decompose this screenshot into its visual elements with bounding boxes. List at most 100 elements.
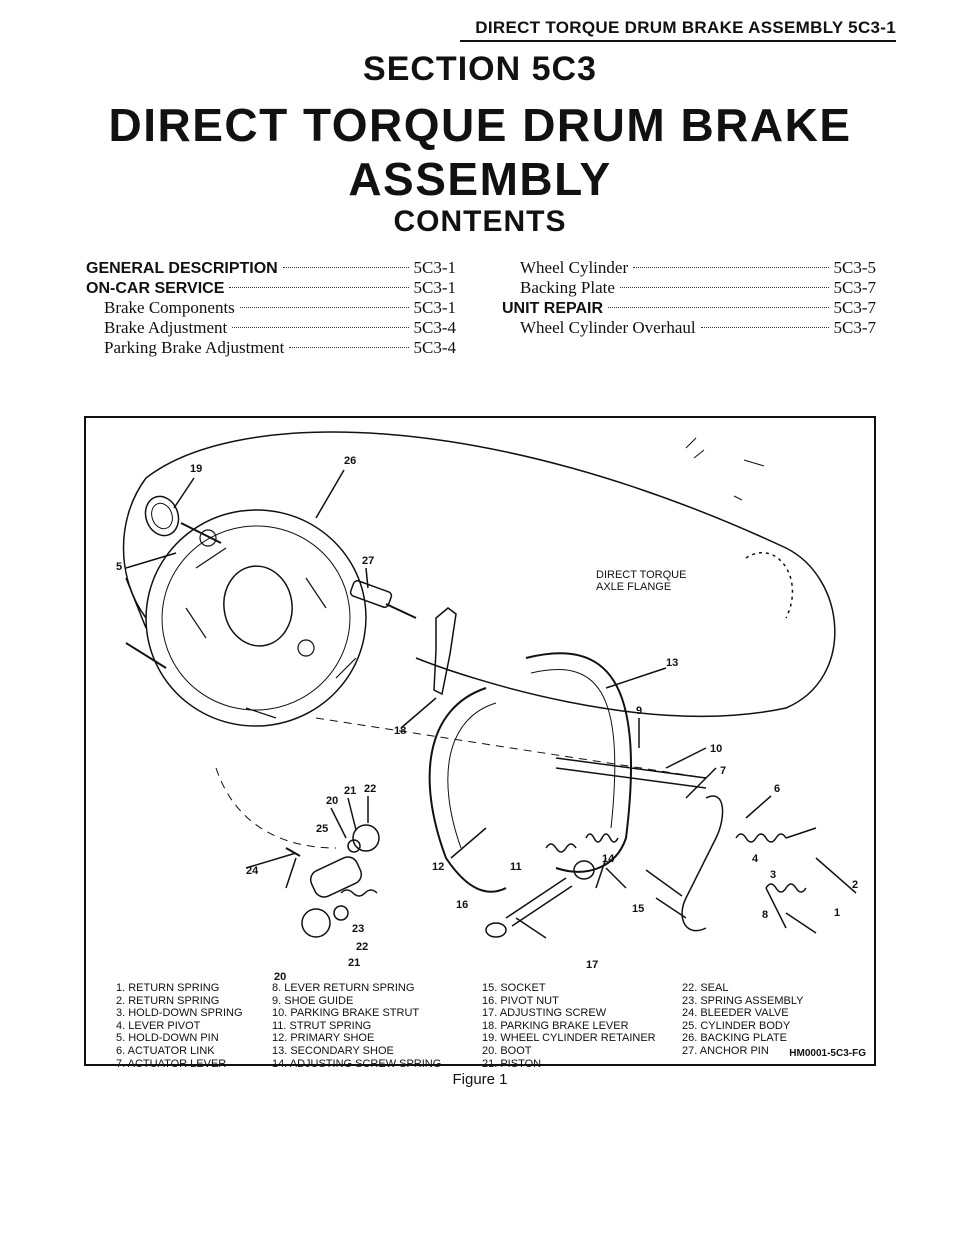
- toc-entry-page: 5C3-7: [833, 298, 877, 317]
- toc-entry: Brake Components 5C3-1: [86, 298, 456, 318]
- callout-number: 9: [636, 705, 642, 717]
- toc-entry-page: 5C3-4: [413, 338, 457, 357]
- callout-number: 4: [752, 853, 759, 865]
- toc-entry-label: ON-CAR SERVICE: [86, 280, 225, 297]
- callout-number: 7: [720, 765, 726, 777]
- section-label: SECTION 5C3: [363, 50, 597, 88]
- boot-lower: [301, 908, 331, 938]
- axle-end-outline: [122, 477, 147, 619]
- axle-drum-outline: [145, 431, 836, 717]
- callout-number: 22: [364, 783, 376, 795]
- legend-item: 15. SOCKET: [482, 982, 546, 994]
- callout-number: 10: [710, 743, 722, 755]
- hold-down-pin-upper: [180, 522, 222, 544]
- callout-number: 24: [246, 865, 259, 877]
- toc-entry: GENERAL DESCRIPTION 5C3-1: [86, 258, 456, 278]
- callout-number: 21: [348, 957, 360, 969]
- toc-entry-label: Backing Plate: [520, 278, 615, 297]
- legend-item: 22. SEAL: [682, 982, 729, 994]
- toc-entry-page: 5C3-1: [413, 278, 457, 297]
- toc-entry: Parking Brake Adjustment 5C3-4: [86, 338, 456, 358]
- toc-leader-dots: [608, 307, 829, 308]
- legend-item: 5. HOLD-DOWN PIN: [116, 1032, 219, 1045]
- toc-leader-dots: [619, 287, 829, 288]
- legend-item: 3. HOLD-DOWN SPRING: [116, 1007, 243, 1020]
- toc-leader-dots: [700, 327, 829, 328]
- toc-leader-dots: [239, 307, 409, 308]
- callout-number: 15: [632, 903, 644, 915]
- strut-spring: [545, 843, 577, 853]
- callout-number: 22: [356, 941, 368, 953]
- legend-item: 8. LEVER RETURN SPRING: [272, 982, 415, 994]
- legend-item: 20. BOOT: [482, 1044, 532, 1057]
- callout-number: 14: [602, 853, 615, 865]
- callout-number: 20: [274, 971, 286, 983]
- legend-item: 21. PISTON: [482, 1057, 542, 1070]
- toc-entry-label: Parking Brake Adjustment: [104, 338, 285, 357]
- callout-number: 26: [344, 455, 356, 467]
- callout-number: 11: [510, 861, 522, 873]
- callout-number: 18: [394, 725, 406, 737]
- legend-item: 24. BLEEDER VALVE: [682, 1007, 789, 1020]
- running-header-title: DIRECT TORQUE DRUM BRAKE ASSEMBLY 5C3-1: [475, 18, 896, 37]
- legend-item: 1. RETURN SPRING: [116, 982, 220, 994]
- cylinder-body: [309, 856, 363, 898]
- callout-number: 12: [432, 861, 444, 873]
- toc-leader-dots: [282, 267, 409, 268]
- toc-leader-dots: [232, 327, 409, 328]
- toc-entry-label: Brake Adjustment: [104, 318, 228, 337]
- legend-item: 17. ADJUSTING SCREW: [482, 1007, 607, 1020]
- socket: [573, 860, 595, 880]
- callout-number: 13: [666, 657, 678, 669]
- pivot-nut: [485, 922, 507, 938]
- legend-item: 19. WHEEL CYLINDER RETAINER: [482, 1032, 656, 1045]
- toc-entry: Brake Adjustment 5C3-4: [86, 318, 456, 338]
- legend-item: 7. ACTUATOR LEVER: [116, 1057, 227, 1070]
- legend-item: 18. PARKING BRAKE LEVER: [482, 1019, 629, 1032]
- toc-entry-page: 5C3-1: [413, 298, 457, 317]
- callout-number: 27: [362, 555, 374, 567]
- page-title: DIRECT TORQUE DRUM BRAKE ASSEMBLY: [108, 99, 852, 205]
- adjusting-screw-spring: [585, 833, 619, 843]
- parking-brake-strut: [555, 757, 707, 789]
- callout-number: 1: [834, 907, 840, 919]
- contents-heading: CONTENTS: [393, 205, 567, 238]
- toc-entry-label: GENERAL DESCRIPTION: [86, 260, 278, 277]
- callout-number: 5: [116, 561, 122, 573]
- toc-entry-page: 5C3-7: [833, 278, 877, 297]
- legend-item: 2. RETURN SPRING: [116, 994, 220, 1007]
- legend-item: 6. ACTUATOR LINK: [116, 1044, 215, 1057]
- axle-flange-label-line2: AXLE FLANGE: [596, 581, 671, 593]
- boot-upper: [352, 824, 380, 852]
- piston-upper: [347, 839, 361, 853]
- legend-item: 27. ANCHOR PIN: [682, 1044, 769, 1057]
- callout-number: 17: [586, 959, 598, 971]
- hold-down-pin-lower: [125, 642, 167, 669]
- parking-brake-lever: [433, 607, 457, 696]
- toc-leader-dots: [633, 267, 829, 268]
- toc-entry: ON-CAR SERVICE 5C3-1: [86, 278, 456, 298]
- toc-entry-page: 5C3-4: [413, 318, 457, 337]
- callout-number: 23: [352, 923, 364, 935]
- actuator-lever: [681, 795, 724, 932]
- legend-item: 12. PRIMARY SHOE: [272, 1032, 375, 1045]
- toc-leader-dots: [289, 347, 409, 348]
- toc-entry-label: Brake Components: [104, 298, 235, 317]
- legend-item: 26. BACKING PLATE: [682, 1032, 787, 1045]
- axle-flange-label-line1: DIRECT TORQUE: [596, 569, 686, 581]
- callout-number: 6: [774, 783, 780, 795]
- callout-number: 19: [190, 463, 202, 475]
- toc-entry-page: 5C3-1: [413, 258, 457, 277]
- piston-lower: [333, 905, 349, 921]
- legend-item: 14. ADJUSTING SCREW SPRING: [272, 1057, 442, 1070]
- backing-plate-center-hole: [223, 565, 293, 647]
- callout-number: 16: [456, 899, 468, 911]
